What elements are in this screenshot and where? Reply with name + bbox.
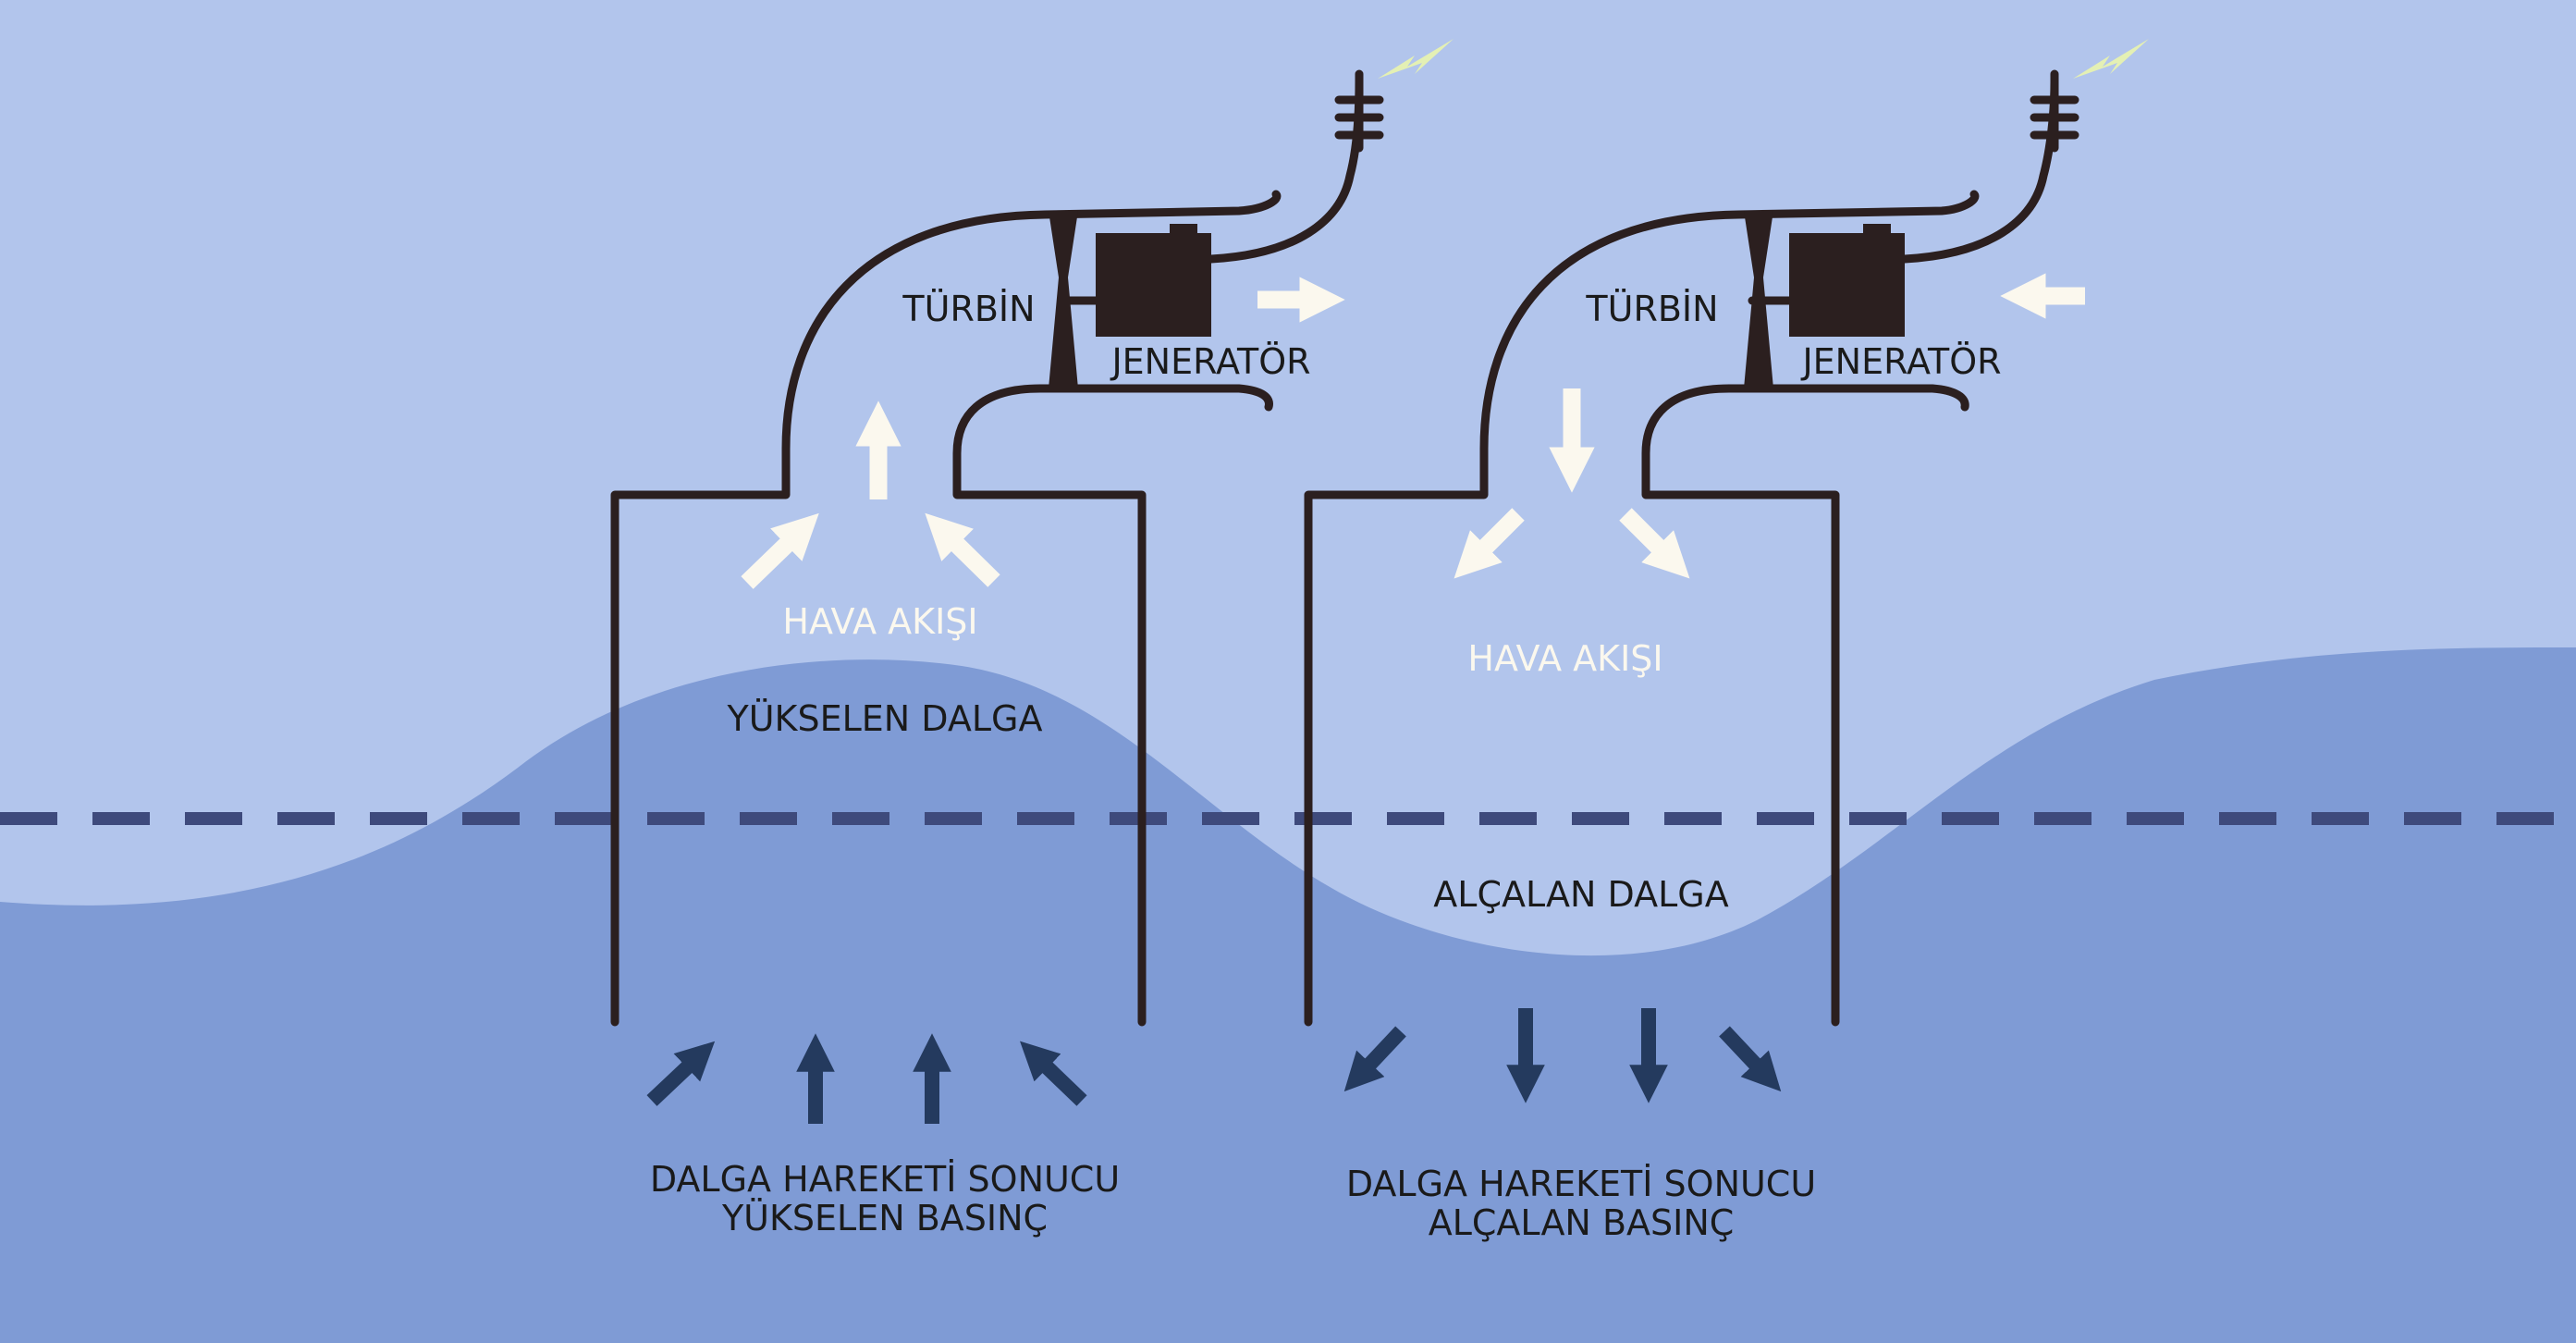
left-pressure-label-line2: YÜKSELEN BASINÇ xyxy=(721,1198,1048,1238)
left-pressure-label-line1: DALGA HAREKETİ SONUCU xyxy=(650,1159,1120,1200)
right-generator xyxy=(1789,233,1905,337)
left-pressure-arrow-4 xyxy=(1020,1041,1087,1106)
right-antenna-icon xyxy=(2030,69,2079,153)
right-generator-label: JENERATÖR xyxy=(1800,341,2001,382)
right-generator-cap xyxy=(1863,224,1891,237)
left-antenna-icon xyxy=(1334,69,1384,153)
left-spark-icon xyxy=(1378,39,1454,79)
left-generator xyxy=(1096,233,1211,337)
right-airflow-arrows xyxy=(1454,273,2085,579)
left-chamber-wall-inner xyxy=(952,384,1273,1027)
right-chamber-wall-inner xyxy=(1641,384,1969,1027)
right-turbine-label: TÜRBİN xyxy=(1585,289,1718,329)
right-pressure-arrow-1 xyxy=(1343,1026,1406,1092)
left-wave-label: YÜKSELEN DALGA xyxy=(727,698,1043,739)
right-airflow-arrow-diag-left xyxy=(1454,508,1525,579)
right-chamber-wall xyxy=(1304,190,1980,1027)
left-turbine-label: TÜRBİN xyxy=(902,289,1035,329)
left-pressure-arrows xyxy=(646,1033,1087,1124)
right-pressure-label-line1: DALGA HAREKETİ SONUCU xyxy=(1346,1164,1816,1204)
left-chamber-wall xyxy=(610,190,1282,1027)
right-pressure-label-line2: ALÇALAN BASINÇ xyxy=(1429,1202,1735,1243)
left-generator-cap xyxy=(1170,224,1197,237)
sea-wave xyxy=(0,647,2576,1343)
right-airflow-arrow-diag-right xyxy=(1619,508,1690,579)
left-airflow-arrow-diag-right xyxy=(925,512,1000,587)
left-airflow-arrow-diag-left xyxy=(741,512,819,589)
left-generator-label: JENERATÖR xyxy=(1110,341,1310,382)
right-airflow-label: HAVA AKIŞI xyxy=(1467,638,1662,679)
right-wave-label: ALÇALAN DALGA xyxy=(1433,874,1728,915)
right-turbine-blade xyxy=(1744,211,1773,388)
left-pressure-arrow-1 xyxy=(646,1041,716,1106)
left-turbine-blade xyxy=(1049,211,1078,388)
left-airflow-label: HAVA AKIŞI xyxy=(782,601,977,642)
right-pressure-arrows xyxy=(1343,1008,1782,1103)
right-spark-icon xyxy=(2073,39,2149,79)
right-pressure-arrow-4 xyxy=(1719,1026,1782,1092)
left-airflow-arrows xyxy=(741,277,1345,589)
